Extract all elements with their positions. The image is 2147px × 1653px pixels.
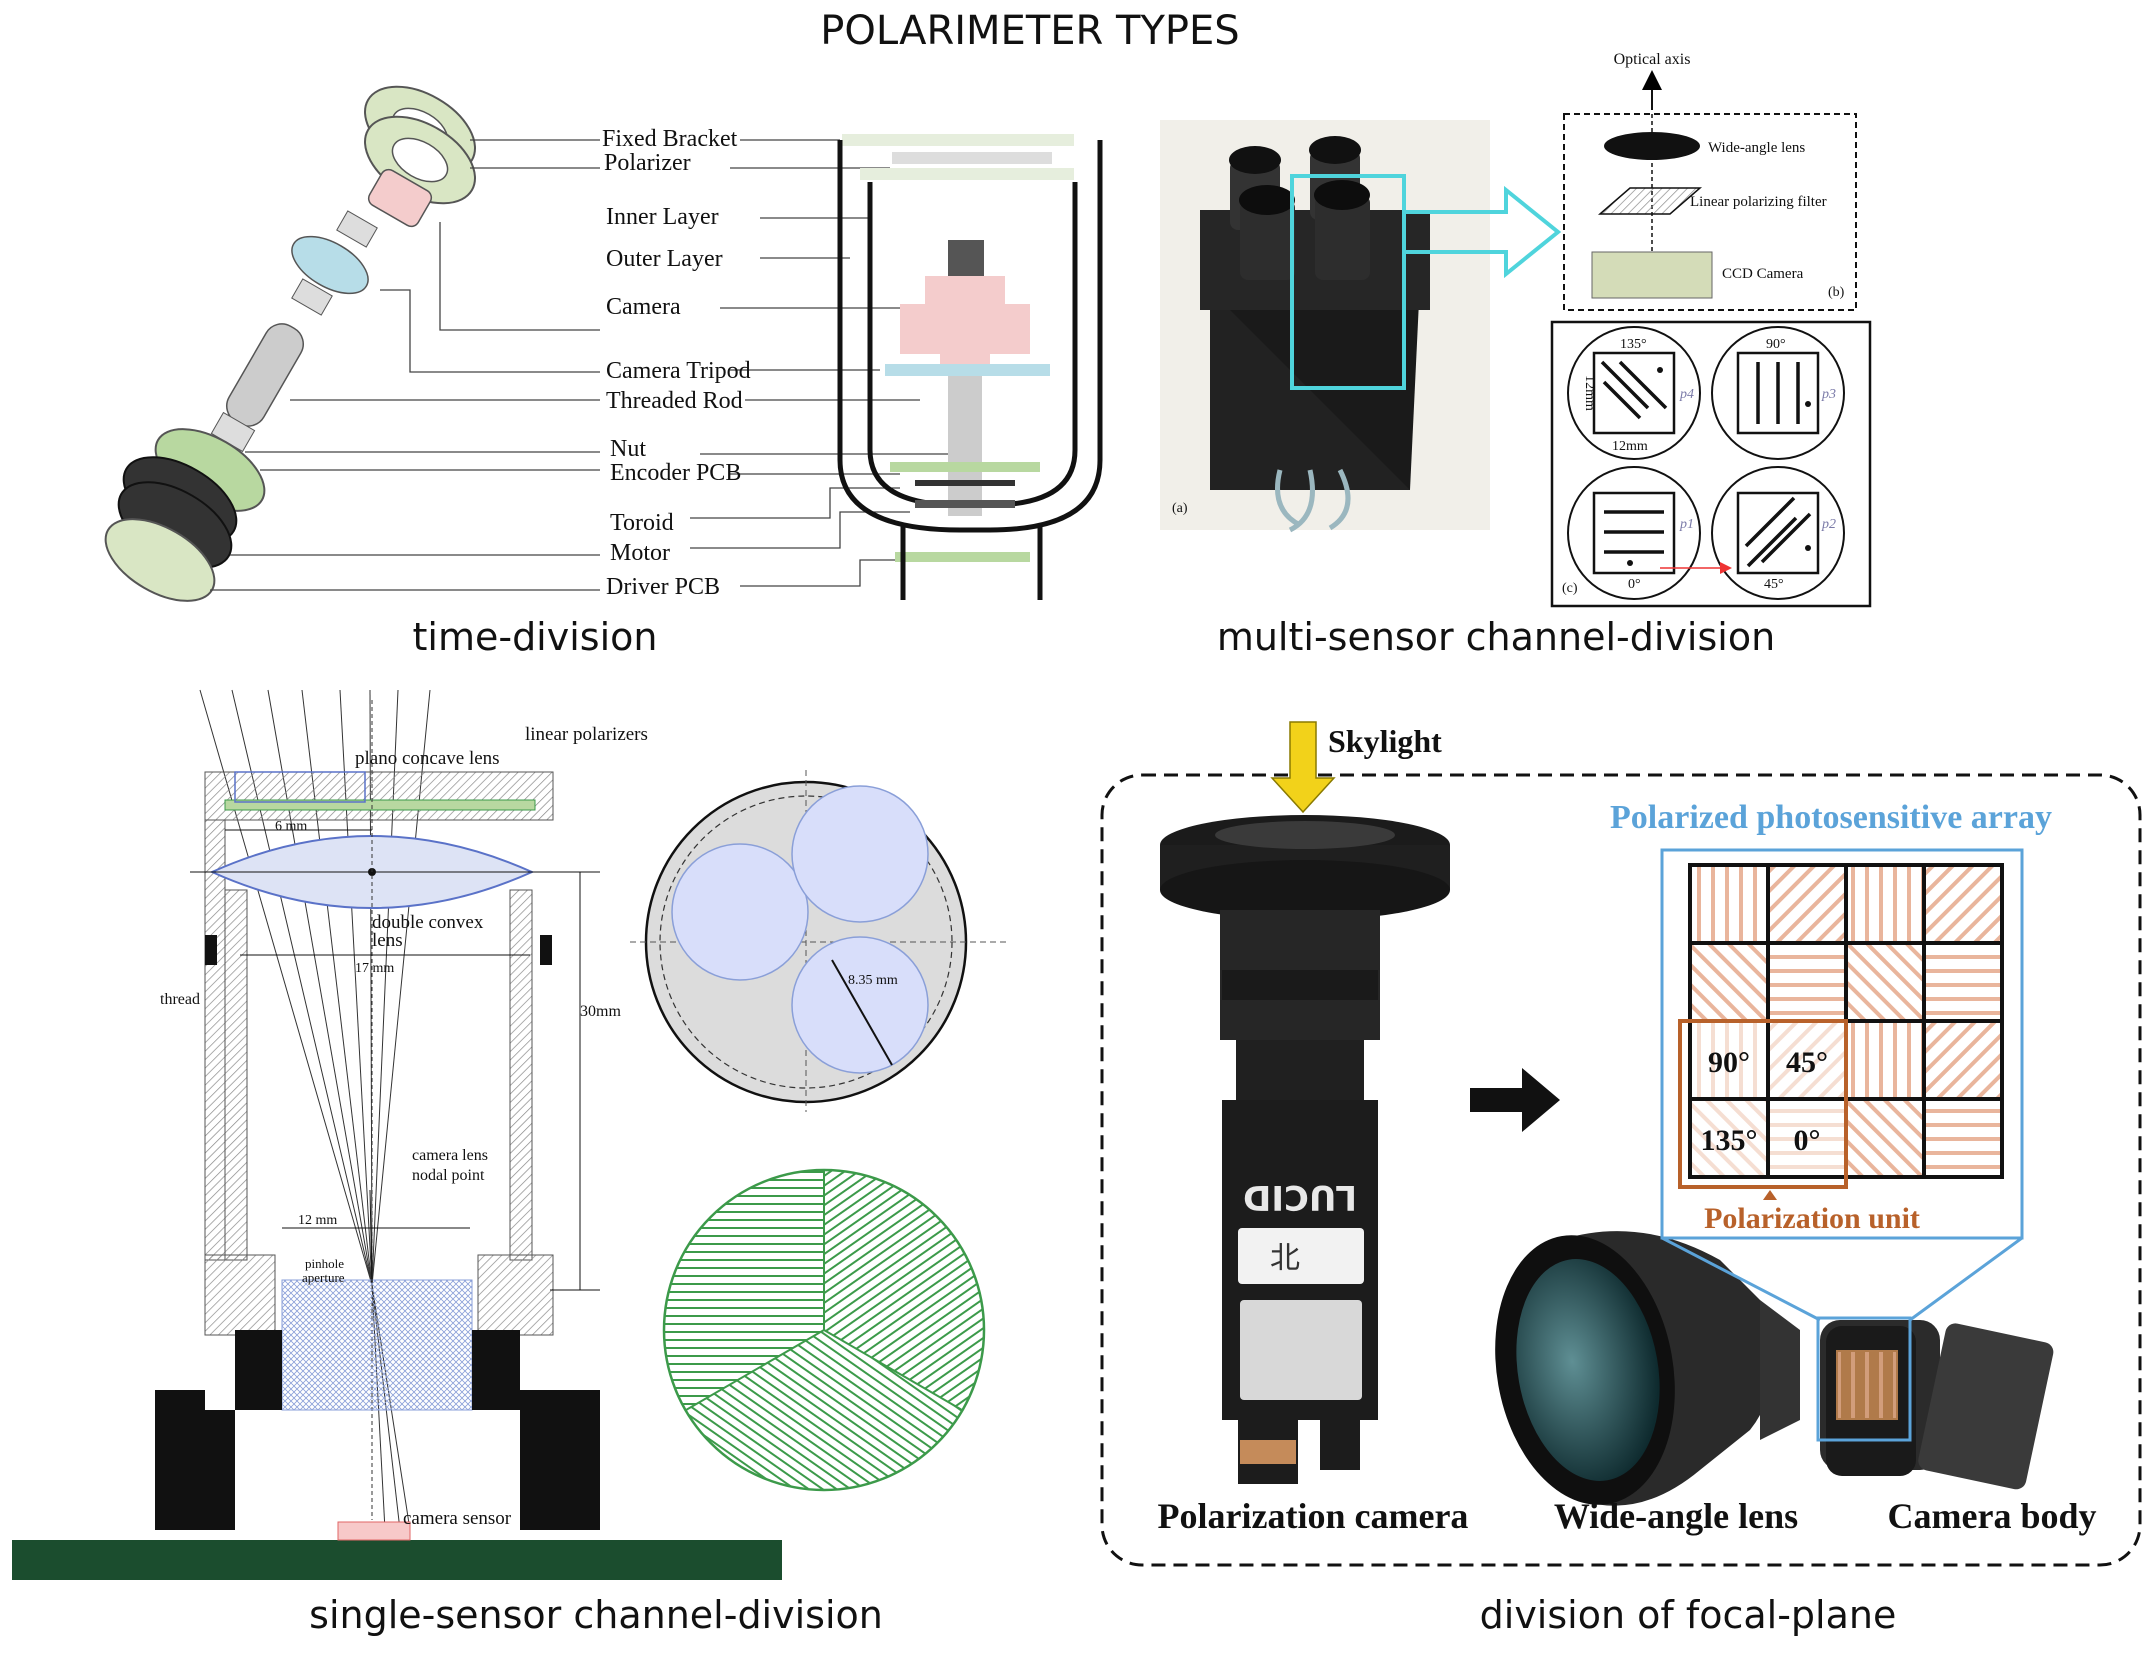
caption-multi-sensor: multi-sensor channel-division: [1217, 615, 1775, 659]
transition-arrow: [1470, 1068, 1560, 1132]
p4: p4: [1679, 387, 1694, 402]
label-double-convex-1: double convex: [372, 912, 484, 933]
optics-box-b: Optical axis Wide-angle lens Linear pola…: [1563, 51, 1857, 311]
label-driver-pcb: Driver PCB: [606, 574, 720, 600]
label-camera-sensor: camera sensor: [403, 1508, 512, 1529]
polarization-grid: 90° 45° 135° 0° Polarization unit: [1678, 863, 2004, 1235]
label-encoder-pcb: Encoder PCB: [610, 460, 741, 486]
dim-835mm: 8.35 mm: [848, 973, 898, 988]
label-pinhole-1: pinhole: [305, 1256, 344, 1271]
leader-lines: [210, 139, 950, 591]
wide-angle-lens-label-b: Wide-angle lens: [1708, 140, 1805, 156]
polarization-unit-label: Polarization unit: [1704, 1202, 1920, 1235]
panel-single-sensor: plano concave lens linear polarizers 6 m…: [12, 689, 1010, 1637]
caption-single-sensor: single-sensor channel-division: [309, 1593, 883, 1637]
dim-12mm-v: 12mm: [1582, 375, 1597, 411]
label-double-convex-2: lens: [372, 930, 403, 951]
aperture-layout-circle: 8.35 mm: [630, 770, 1010, 1112]
dim-6mm: 6 mm: [275, 819, 307, 834]
lucid-brand: LUCID: [1243, 1177, 1357, 1217]
figure-title: POLARIMETER TYPES: [820, 8, 1239, 54]
label-thread: thread: [160, 991, 200, 1008]
label-outer-layer: Outer Layer: [606, 246, 723, 272]
cross-section: [837, 134, 1103, 600]
p1: p1: [1679, 517, 1694, 532]
tag-b: (b): [1828, 285, 1845, 300]
caption-focal-plane: division of focal-plane: [1480, 1593, 1897, 1637]
label-camera: Camera: [606, 294, 681, 320]
multi-camera-photo: (a): [1160, 120, 1490, 533]
label-fixed-bracket: Fixed Bracket: [602, 126, 738, 152]
label-camera-lens-1: camera lens: [412, 1147, 488, 1164]
cyan-arrow: [1406, 185, 1562, 279]
label-linear-polarizers: linear polarizers: [525, 724, 648, 745]
label-plano-concave-lens: plano concave lens: [355, 748, 500, 769]
polarizer-orientation-circle: [662, 1168, 986, 1492]
tag-c: (c): [1562, 581, 1578, 596]
deg-45-c: 45°: [1764, 577, 1784, 592]
deg-0-c: 0°: [1628, 577, 1641, 592]
label-camera-body: Camera body: [1888, 1496, 2097, 1536]
label-polarization-camera: Polarization camera: [1158, 1496, 1469, 1536]
grid-deg-45: 45°: [1786, 1046, 1828, 1079]
sensor-box-c: 135° 90° 0° 45° 12mm (c) 12mm p4 p3 p1 p…: [1550, 320, 1872, 608]
label-motor: Motor: [610, 540, 670, 566]
deg-90-c: 90°: [1766, 337, 1786, 352]
grid-deg-90: 90°: [1708, 1046, 1750, 1079]
label-threaded-rod: Threaded Rod: [606, 388, 743, 414]
ccd-camera-label: CCD Camera: [1722, 266, 1804, 282]
label-polarizer: Polarizer: [604, 150, 691, 176]
caption-time-division: time-division: [413, 615, 658, 659]
label-toroid: Toroid: [610, 510, 674, 536]
dim-17mm: 17 mm: [355, 961, 394, 976]
dim-12mm-single: 12 mm: [298, 1213, 337, 1228]
label-camera-tripod: Camera Tripod: [606, 358, 751, 384]
skylight-label: Skylight: [1328, 723, 1442, 759]
handwritten-label: 北: [1270, 1242, 1300, 1275]
wide-angle-lens-render: [1495, 1231, 1800, 1506]
deg-135-c: 135°: [1620, 337, 1647, 352]
label-nut: Nut: [610, 436, 646, 462]
label-camera-lens-2: nodal point: [412, 1167, 485, 1184]
grid-deg-0: 0°: [1794, 1124, 1821, 1157]
label-pinhole-2: aperture: [302, 1270, 345, 1285]
skylight-arrow: [1270, 721, 1336, 814]
panel-time-division: Fixed Bracket Polarizer Inner Layer Oute…: [104, 85, 1103, 659]
array-title: Polarized photosensitive array: [1610, 799, 2052, 836]
p2: p2: [1821, 517, 1836, 532]
label-wide-angle-lens: Wide-angle lens: [1554, 1496, 1798, 1536]
dim-30mm: 30mm: [580, 1003, 621, 1020]
exploded-view: [104, 85, 476, 602]
polarization-camera-photo: LUCID 北: [1160, 815, 1450, 1484]
linear-polarizing-filter-label: Linear polarizing filter: [1690, 194, 1827, 210]
panel-multi-sensor: (a) Optical axis Wide-angle lens Linear …: [1160, 51, 1872, 659]
optical-axis-label: Optical axis: [1614, 51, 1691, 68]
camera-body-render: [1820, 1320, 2054, 1490]
grid-deg-135: 135°: [1701, 1124, 1758, 1157]
panel-focal-plane: Skylight LUCID 北: [1100, 721, 2142, 1637]
dim-12mm-h: 12mm: [1612, 439, 1648, 454]
photo-tag-a: (a): [1172, 501, 1188, 516]
label-inner-layer: Inner Layer: [606, 204, 719, 230]
p3: p3: [1821, 387, 1836, 402]
